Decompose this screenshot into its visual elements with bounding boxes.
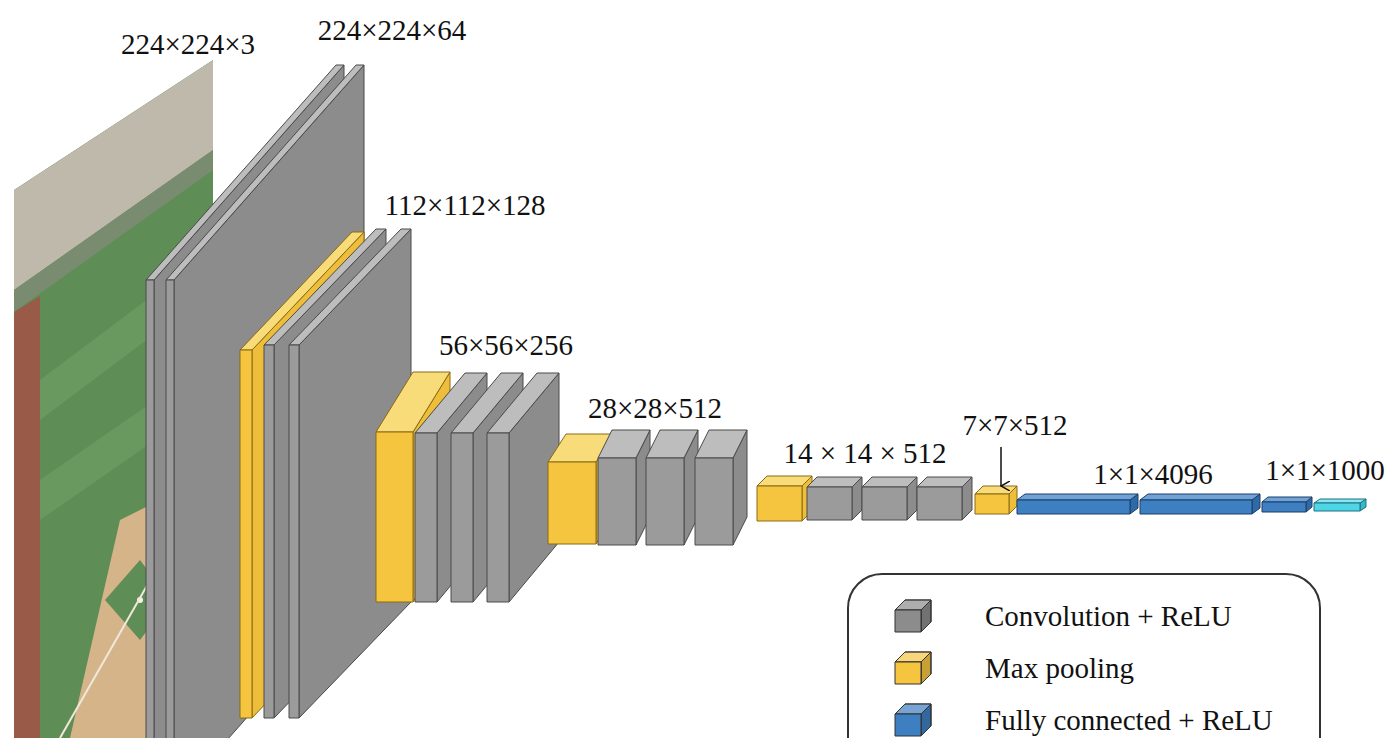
photo-track bbox=[14, 296, 40, 738]
block-top bbox=[1140, 494, 1260, 500]
output-block bbox=[1314, 499, 1366, 511]
dimension-label: 1×1×1000 bbox=[1265, 454, 1385, 486]
block-front bbox=[807, 487, 852, 520]
block-front bbox=[1140, 500, 1252, 514]
block-front bbox=[451, 433, 473, 602]
block-front bbox=[695, 458, 733, 545]
block-front bbox=[264, 345, 274, 718]
legend-swatch bbox=[893, 650, 933, 686]
block-front bbox=[240, 350, 252, 718]
dimension-label: 1×1×4096 bbox=[1093, 458, 1213, 490]
block-front bbox=[646, 458, 684, 545]
conv-block bbox=[917, 477, 972, 520]
legend-text: Convolution + ReLU bbox=[985, 600, 1232, 632]
block-front bbox=[376, 432, 413, 602]
legend-row: Fully connected + ReLU bbox=[893, 702, 1273, 738]
block-front bbox=[289, 345, 299, 718]
block-front bbox=[1017, 500, 1130, 514]
block-top bbox=[757, 476, 812, 486]
block-top bbox=[598, 430, 650, 458]
block-front bbox=[487, 433, 509, 602]
block-front bbox=[166, 280, 174, 738]
block-top bbox=[1017, 494, 1138, 500]
block-top bbox=[487, 373, 559, 433]
block-front bbox=[598, 458, 636, 545]
legend-swatch bbox=[893, 702, 933, 738]
fc-block bbox=[1262, 497, 1312, 512]
block-front bbox=[862, 487, 907, 520]
conv-block bbox=[646, 430, 698, 545]
legend-row: Max pooling bbox=[893, 650, 1134, 686]
block-front bbox=[1262, 502, 1306, 512]
conv-block bbox=[695, 430, 747, 545]
fc-block bbox=[1017, 494, 1138, 514]
dimension-label: 28×28×512 bbox=[588, 392, 722, 424]
block-front bbox=[146, 280, 154, 738]
block-top bbox=[695, 430, 747, 458]
pool-block bbox=[975, 486, 1017, 514]
dimension-label: 7×7×512 bbox=[962, 409, 1067, 441]
legend-swatch bbox=[893, 598, 933, 634]
block-front bbox=[917, 487, 962, 520]
swatch-top bbox=[895, 600, 931, 610]
swatch-top bbox=[895, 704, 931, 714]
legend-box bbox=[848, 574, 1320, 738]
swatch-front bbox=[895, 610, 921, 632]
block-top bbox=[289, 229, 411, 345]
block-top bbox=[1314, 499, 1366, 503]
swatch-front bbox=[895, 714, 921, 736]
conv-block bbox=[807, 477, 862, 520]
dimension-label: 56×56×256 bbox=[439, 329, 573, 361]
swatch-front bbox=[895, 662, 921, 684]
conv-block bbox=[862, 477, 917, 520]
block-top bbox=[917, 477, 972, 487]
pool-block bbox=[757, 476, 812, 521]
block-front bbox=[415, 433, 437, 602]
dimension-label: 224×224×3 bbox=[121, 28, 255, 60]
dimension-label: 14 × 14 × 512 bbox=[783, 437, 946, 469]
swatch-light bbox=[895, 600, 931, 610]
swatch-light bbox=[895, 704, 931, 714]
legend-text: Fully connected + ReLU bbox=[985, 704, 1273, 736]
leader-arrow bbox=[1000, 447, 1002, 486]
block-top bbox=[1262, 497, 1312, 502]
swatch-top bbox=[895, 652, 931, 662]
block-top bbox=[807, 477, 862, 487]
fc-block bbox=[1140, 494, 1260, 514]
legend-row: Convolution + ReLU bbox=[893, 598, 1232, 634]
block-front bbox=[757, 486, 802, 521]
block-top bbox=[646, 430, 698, 458]
block-front bbox=[975, 494, 1009, 514]
block-top bbox=[862, 477, 917, 487]
conv-block bbox=[598, 430, 650, 545]
legend-text: Max pooling bbox=[985, 652, 1134, 684]
block-top bbox=[975, 486, 1017, 494]
dimension-label: 224×224×64 bbox=[318, 14, 467, 46]
block-front bbox=[1314, 503, 1360, 511]
swatch-light bbox=[895, 652, 931, 662]
dimension-label: 112×112×128 bbox=[384, 189, 545, 221]
block-top bbox=[166, 65, 364, 280]
block-front bbox=[548, 462, 596, 544]
